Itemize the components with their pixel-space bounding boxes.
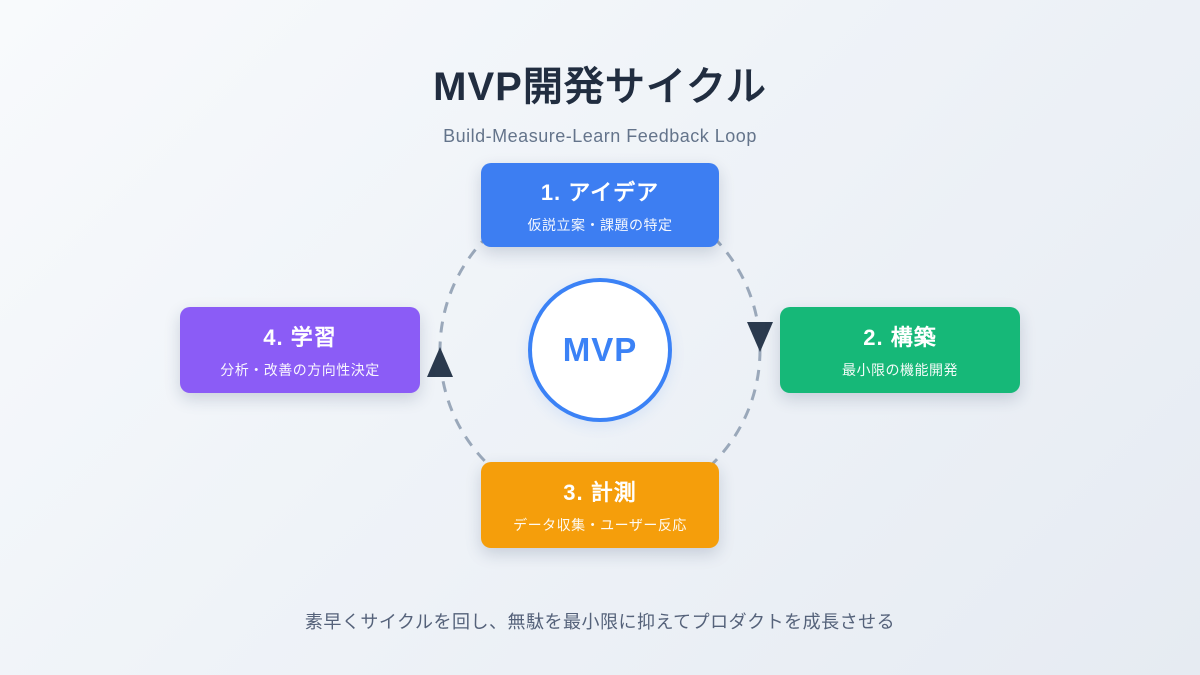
header: MVP開発サイクル Build-Measure-Learn Feedback L…	[0, 54, 1200, 147]
center-mvp-label: MVP	[562, 331, 638, 368]
step-description: データ収集・ユーザー反応	[513, 517, 687, 533]
step-card-learn: 4. 学習 分析・改善の方向性決定	[180, 307, 420, 393]
step-title: 3. 計測	[563, 480, 637, 505]
step-card-idea: 1. アイデア 仮説立案・課題の特定	[481, 163, 719, 247]
step-description: 仮説立案・課題の特定	[527, 217, 673, 233]
center-mvp-circle: MVP	[528, 278, 672, 422]
step-title: 4. 学習	[263, 325, 337, 350]
footer-caption: 素早くサイクルを回し、無駄を最小限に抑えてプロダクトを成長させる	[304, 612, 896, 632]
page-title: MVP開発サイクル	[433, 65, 767, 109]
clockwise-arrow-right-icon	[747, 322, 773, 352]
step-description: 分析・改善の方向性決定	[220, 362, 380, 378]
step-card-build: 2. 構築 最小限の機能開発	[780, 307, 1020, 393]
step-card-measure: 3. 計測 データ収集・ユーザー反応	[481, 462, 719, 548]
clockwise-arrow-left-icon	[427, 347, 453, 377]
step-title: 2. 構築	[863, 325, 937, 350]
step-description: 最小限の機能開発	[842, 362, 958, 378]
page-subtitle: Build-Measure-Learn Feedback Loop	[443, 126, 757, 146]
step-title: 1. アイデア	[540, 180, 660, 205]
